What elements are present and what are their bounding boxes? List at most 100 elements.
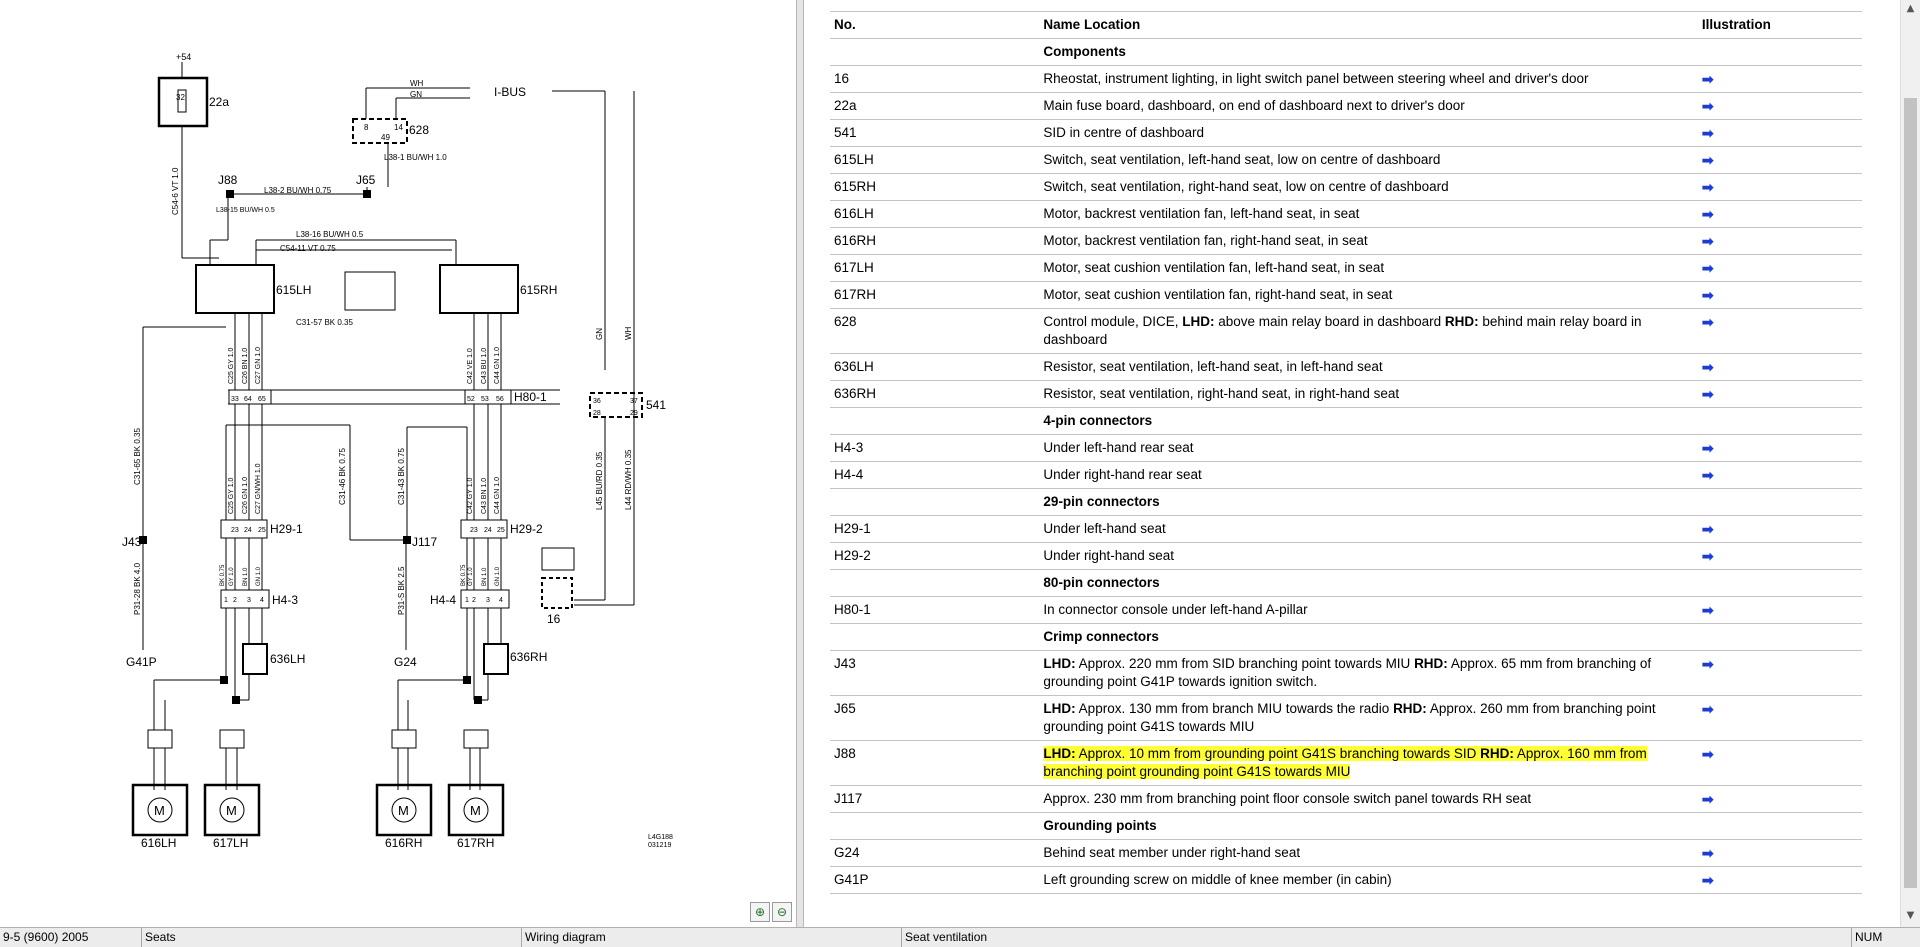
name-text: Under right-hand seat xyxy=(1043,548,1174,563)
name-text: SID in centre of dashboard xyxy=(1043,125,1205,140)
vertical-scrollbar[interactable]: ▲ ▼ xyxy=(1900,0,1920,927)
illustration-link-arrow-icon[interactable]: ➡ xyxy=(1701,521,1714,537)
cell-name-location: LHD: Approx. 220 mm from SID branching p… xyxy=(1039,650,1698,696)
cell-illustration: ➡ xyxy=(1697,380,1862,408)
illustration-link-arrow-icon[interactable]: ➡ xyxy=(1701,467,1714,483)
cell-illustration: ➡ xyxy=(1697,740,1862,786)
illustration-link-arrow-icon[interactable]: ➡ xyxy=(1701,845,1714,861)
wire-label: C43 BN 1.0 xyxy=(481,478,488,514)
illustration-link-arrow-icon[interactable]: ➡ xyxy=(1701,152,1714,168)
status-model: 9-5 (9600) 2005 xyxy=(0,928,142,947)
connector-pin-label: 23 xyxy=(231,527,239,534)
cell-illustration: ➡ xyxy=(1697,866,1862,894)
name-text: Motor, seat cushion ventilation fan, lef… xyxy=(1043,260,1385,275)
connector-pin-label: 4 xyxy=(260,597,264,604)
name-text: Motor, backrest ventilation fan, left-ha… xyxy=(1043,206,1360,221)
section-row: Grounding points xyxy=(830,812,1862,840)
wire-label: C26 BN 1.0 xyxy=(242,348,249,384)
cell-no: H29-2 xyxy=(830,542,1040,570)
cell-name-location: Under right-hand rear seat xyxy=(1039,461,1698,489)
illustration-link-arrow-icon[interactable]: ➡ xyxy=(1701,314,1714,330)
cell-illustration xyxy=(1697,407,1862,435)
connector-pin-label: 56 xyxy=(496,396,504,403)
label-wire-l45: L45 BU/RD 0.35 xyxy=(595,451,604,510)
cell-name-location: Approx. 230 mm from branching point floo… xyxy=(1039,785,1698,813)
label-628: 628 xyxy=(409,123,429,137)
status-bar: 9-5 (9600) 2005 Seats Wiring diagram Sea… xyxy=(0,927,1920,947)
status-num: NUM xyxy=(1855,930,1883,944)
illustration-link-arrow-icon[interactable]: ➡ xyxy=(1701,125,1714,141)
label-g41p: G41P xyxy=(126,655,157,669)
label-wire-c54-11: C54-11 VT 0.75 xyxy=(280,244,336,253)
connector-pin-label: 28 xyxy=(593,410,601,417)
illustration-link-arrow-icon[interactable]: ➡ xyxy=(1701,98,1714,114)
illustration-link-arrow-icon[interactable]: ➡ xyxy=(1701,872,1714,888)
cell-illustration xyxy=(1697,623,1862,651)
wire-label: C25 GY 1.0 xyxy=(228,347,235,384)
name-text: Main fuse board, dashboard, on end of da… xyxy=(1043,98,1465,113)
illustration-link-arrow-icon[interactable]: ➡ xyxy=(1701,701,1714,717)
zoom-out-button[interactable]: ⊖ xyxy=(772,902,792,922)
label-fuse-22a: 22a xyxy=(209,95,229,109)
cell-name-location: Switch, seat ventilation, right-hand sea… xyxy=(1039,173,1698,201)
cell-no: G41P xyxy=(830,866,1040,894)
illustration-link-arrow-icon[interactable]: ➡ xyxy=(1701,260,1714,276)
cell-no: J65 xyxy=(830,695,1040,741)
cell-no: J117 xyxy=(830,785,1040,813)
label-wire-l44: L44 RD/WH 0.35 xyxy=(624,449,633,510)
pane-splitter[interactable] xyxy=(796,0,804,927)
parts-table: No. Name Location Illustration Component… xyxy=(830,11,1862,894)
scroll-down-arrow[interactable]: ▼ xyxy=(1906,910,1915,921)
illustration-link-arrow-icon[interactable]: ➡ xyxy=(1701,386,1714,402)
scrollbar-thumb[interactable] xyxy=(1904,98,1917,888)
connector-pin-label: 1 xyxy=(465,597,469,604)
cell-illustration xyxy=(1697,812,1862,840)
cell-no: 636LH xyxy=(830,353,1040,381)
illustration-link-arrow-icon[interactable]: ➡ xyxy=(1701,656,1714,672)
label-g24: G24 xyxy=(394,655,417,669)
illustration-link-arrow-icon[interactable]: ➡ xyxy=(1701,233,1714,249)
text-fragment: Approx. 65 mm from branching of groundin… xyxy=(1043,656,1652,689)
illustration-link-arrow-icon[interactable]: ➡ xyxy=(1701,440,1714,456)
wire-label: C44 GN 1.0 xyxy=(494,477,501,514)
name-text: LHD: Approx. 130 mm from branch MIU towa… xyxy=(1043,701,1655,734)
illustration-link-arrow-icon[interactable]: ➡ xyxy=(1701,206,1714,222)
cell-illustration: ➡ xyxy=(1697,650,1862,696)
label-wire-c54-6: C54-6 VT 1.0 xyxy=(171,167,180,215)
illustration-link-arrow-icon[interactable]: ➡ xyxy=(1701,287,1714,303)
cell-no xyxy=(830,488,1040,516)
illustration-link-arrow-icon[interactable]: ➡ xyxy=(1701,548,1714,564)
connector-pin-label: 2 xyxy=(472,597,476,604)
status-doc-type: Wiring diagram xyxy=(522,928,902,947)
name-text: Switch, seat ventilation, right-hand sea… xyxy=(1043,179,1449,194)
cell-name-location: LHD: Approx. 10 mm from grounding point … xyxy=(1039,740,1698,786)
wire-label: C27 GN 1.0 xyxy=(255,347,262,384)
illustration-link-arrow-icon[interactable]: ➡ xyxy=(1701,71,1714,87)
illustration-link-arrow-icon[interactable]: ➡ xyxy=(1701,791,1714,807)
name-text: Under left-hand rear seat xyxy=(1043,440,1194,455)
label-dice-pin-b: 14 xyxy=(394,123,403,132)
connector-pin-label: 3 xyxy=(247,597,251,604)
illustration-link-arrow-icon[interactable]: ➡ xyxy=(1701,179,1714,195)
cell-name-location: In connector console under left-hand A-p… xyxy=(1039,596,1698,624)
wiring-diagram-pane: +54 32 22a 628 8 14 49 I-BUS WH GN J88 J… xyxy=(0,0,797,927)
label-wire-wh: WH xyxy=(624,326,633,340)
illustration-link-arrow-icon[interactable]: ➡ xyxy=(1701,602,1714,618)
cell-name-location: Control module, DICE, LHD: above main re… xyxy=(1039,308,1698,354)
cell-illustration xyxy=(1697,488,1862,516)
label-615rh: 615RH xyxy=(520,283,557,297)
illustration-link-arrow-icon[interactable]: ➡ xyxy=(1701,746,1714,762)
cell-name-location: Under left-hand rear seat xyxy=(1039,434,1698,462)
label-j88: J88 xyxy=(218,173,238,187)
cell-name-location: Resistor, seat ventilation, right-hand s… xyxy=(1039,380,1698,408)
highlighted-text: LHD: Approx. 10 mm from grounding point … xyxy=(1043,746,1647,779)
cell-illustration: ➡ xyxy=(1697,839,1862,867)
motor-616lh-symbol: M xyxy=(154,803,165,818)
zoom-in-button[interactable]: ⊕ xyxy=(750,902,770,922)
scroll-up-arrow[interactable]: ▲ xyxy=(1906,3,1915,14)
illustration-link-arrow-icon[interactable]: ➡ xyxy=(1701,359,1714,375)
